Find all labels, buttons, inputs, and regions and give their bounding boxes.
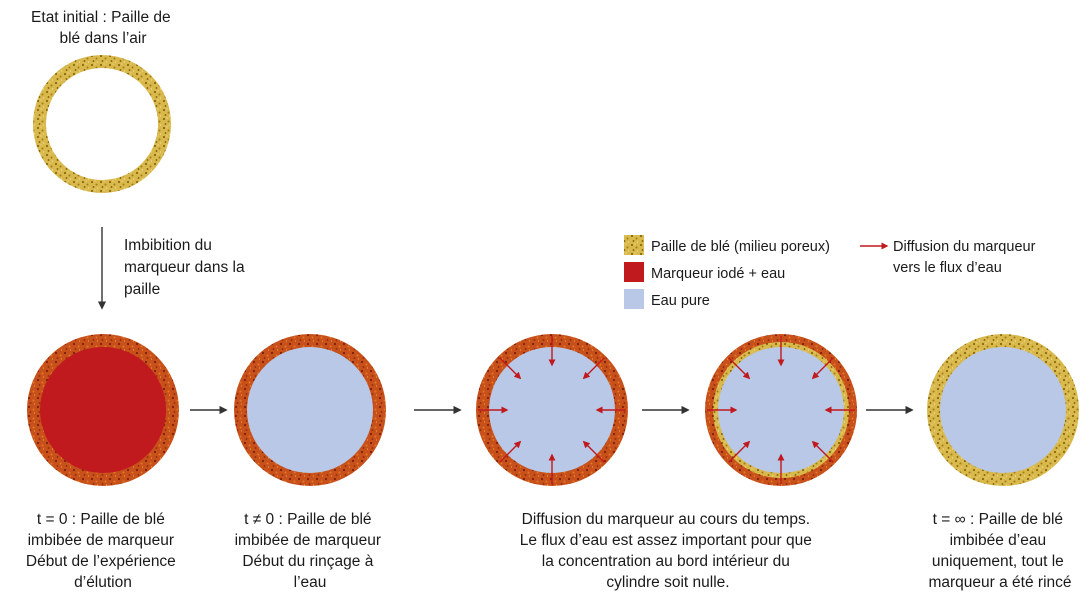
stage-4-diffusion-arrows [707,336,855,484]
stage-2-circle [234,334,386,486]
stage-4-caption: t = ∞ : Paille de blé imbibée d’eau uniq… [928,511,1071,591]
stage-1-circle [27,334,179,486]
stage-3-caption: Diffusion du marqueur au cours du temps.… [520,511,816,591]
initial-state-title: Etat initial : Paille de blé dans l’air [31,9,175,47]
legend-label-diffusion: Diffusion du marqueur vers le flux d’eau [893,239,1039,276]
stage-2-caption: t ≠ 0 : Paille de blé imbibée de marqueu… [235,511,386,591]
diffusion-arrow-icon [499,440,522,463]
diffusion-arrow-icon [582,357,605,380]
diffusion-arrow-icon [811,440,834,463]
legend-swatch-water [624,289,644,309]
diffusion-arrow-icon [499,357,522,380]
initial-straw-ring [33,55,171,193]
stage-4-circle [705,334,857,486]
stage-3-diffusion-arrows [478,336,626,484]
legend-label-marker: Marqueur iodé + eau [651,266,785,282]
legend-label-water: Eau pure [651,293,710,309]
diffusion-arrow-icon [811,357,834,380]
legend-swatch-straw [624,235,644,255]
diffusion-arrow-icon [728,440,751,463]
stage-5-circle [927,334,1079,486]
diffusion-arrow-icon [728,357,751,380]
stage-1-caption: t = 0 : Paille de blé imbibée de marqueu… [26,511,180,591]
legend-swatch-marker [624,262,644,282]
stage-3-circle [476,334,628,486]
diffusion-arrow-icon [582,440,605,463]
legend: Paille de blé (milieu poreux) Marqueur i… [624,235,1039,309]
imbibition-label: Imbibition du marqueur dans la paille [124,237,249,298]
legend-label-straw: Paille de blé (milieu poreux) [651,239,830,255]
